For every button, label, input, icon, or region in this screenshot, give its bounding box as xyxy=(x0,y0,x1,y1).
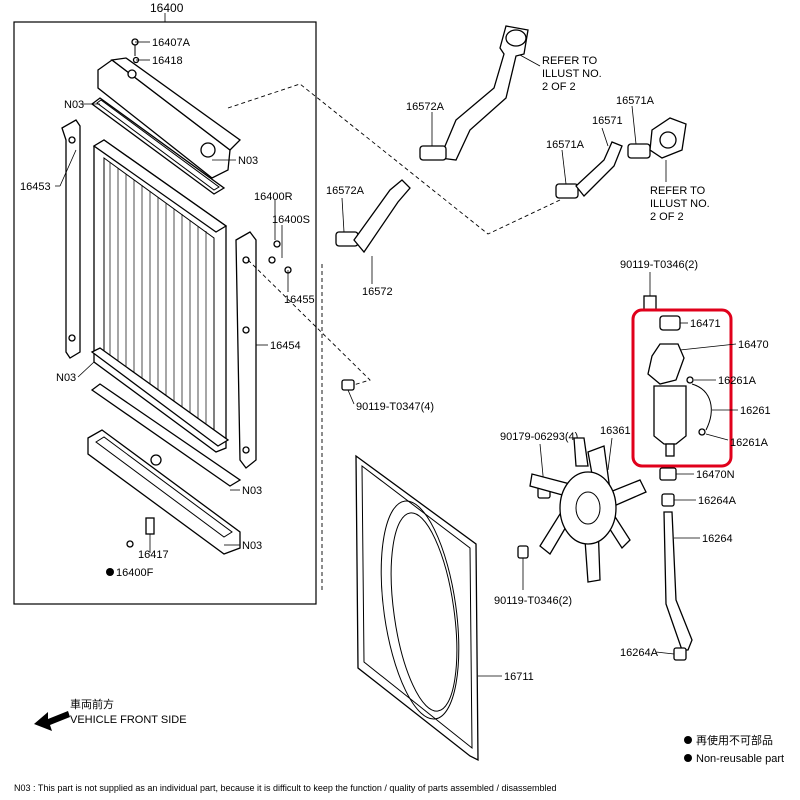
label-16264: 16264 xyxy=(702,533,733,545)
bolt-icon xyxy=(643,295,657,311)
label-n03-lower: N03 xyxy=(242,540,262,552)
label-90119-t0346-top: 90119-T0346(2) xyxy=(620,259,698,271)
footnote: N03 : This part is not supplied as an in… xyxy=(14,783,556,793)
label-refer-top-3: 2 OF 2 xyxy=(542,81,576,93)
label-16571A-mid: 16571A xyxy=(546,139,585,151)
label-16261: 16261 xyxy=(740,405,771,417)
label-refer-right-2: ILLUST NO. xyxy=(650,198,710,210)
label-16418: 16418 xyxy=(152,55,183,67)
label-16571A-top: 16571A xyxy=(616,95,655,107)
label-16572A-left: 16572A xyxy=(326,185,365,197)
label-n03-top: N03 xyxy=(64,99,84,111)
direction-jp: 車両前方 xyxy=(70,697,114,711)
gasket-bottom xyxy=(90,383,242,487)
vehicle-front-arrow-icon xyxy=(34,711,70,731)
water-inlet-pipe xyxy=(439,25,529,161)
legend-jp: 再使用不可部品 xyxy=(696,733,773,747)
label-90119-t0346-bottom: 90119-T0346(2) xyxy=(494,595,572,607)
label-16261A-top: 16261A xyxy=(718,375,757,387)
hose-clamp-icon xyxy=(335,143,651,247)
upper-hose-16572 xyxy=(353,179,411,254)
label-90119-t0347: 90119-T0347(4) xyxy=(356,401,434,413)
label-16400: 16400 xyxy=(150,1,184,15)
label-n03-tank: N03 xyxy=(238,155,258,167)
non-reusable-dot-icon xyxy=(684,754,692,762)
label-16455: 16455 xyxy=(284,294,315,306)
label-refer-right-1: REFER TO xyxy=(650,185,706,197)
label-16361: 16361 xyxy=(600,425,631,437)
label-16407A: 16407A xyxy=(152,37,191,49)
cooling-fan xyxy=(529,437,647,583)
label-refer-top-1: REFER TO xyxy=(542,55,598,67)
label-16264A-bottom: 16264A xyxy=(620,647,659,659)
direction-en: VEHICLE FRONT SIDE xyxy=(70,714,187,726)
reservoir-lower-parts xyxy=(659,467,693,661)
radiator-support-right xyxy=(235,231,257,469)
label-n03-gasket: N03 xyxy=(242,485,262,497)
label-16400R: 16400R xyxy=(254,191,293,203)
label-16470: 16470 xyxy=(738,339,769,351)
radiator-lower-tank xyxy=(87,429,241,555)
bolt-icon xyxy=(341,379,355,391)
label-16471: 16471 xyxy=(690,318,721,330)
fan-shroud xyxy=(355,454,479,762)
label-16470N: 16470N xyxy=(696,469,735,481)
label-16572: 16572 xyxy=(362,286,393,298)
label-16454: 16454 xyxy=(270,340,301,352)
thermostat-housing xyxy=(649,117,687,159)
label-refer-top-2: ILLUST NO. xyxy=(542,68,602,80)
label-16264A: 16264A xyxy=(698,495,737,507)
reservoir-hose-16261 xyxy=(691,383,712,431)
label-16417: 16417 xyxy=(138,549,169,561)
gasket-top xyxy=(90,97,226,195)
label-n03-core: N03 xyxy=(56,372,76,384)
label-16400F: 16400F xyxy=(116,567,154,579)
label-90179: 90179-06293(4) xyxy=(500,431,578,443)
hose-16571 xyxy=(575,141,623,197)
label-16453: 16453 xyxy=(20,181,51,193)
label-16711: 16711 xyxy=(504,671,534,683)
reservoir-tank xyxy=(647,343,687,457)
radiator-support-left xyxy=(61,119,81,359)
legend-en: Non-reusable part xyxy=(696,753,784,765)
radiator-upper-tank xyxy=(97,57,242,179)
label-16571: 16571 xyxy=(592,115,623,127)
non-reusable-dot-icon xyxy=(684,736,692,744)
label-16261A-bottom: 16261A xyxy=(730,437,769,449)
bolt-icon xyxy=(517,545,529,559)
label-16400S: 16400S xyxy=(272,214,310,226)
label-16572A-top: 16572A xyxy=(406,101,445,113)
reservoir-cap xyxy=(659,315,681,331)
reservoir-highlight-box xyxy=(631,308,733,468)
radiator-core xyxy=(90,139,230,453)
hose-clamp-icon xyxy=(686,376,706,436)
label-refer-right-3: 2 OF 2 xyxy=(650,211,684,223)
